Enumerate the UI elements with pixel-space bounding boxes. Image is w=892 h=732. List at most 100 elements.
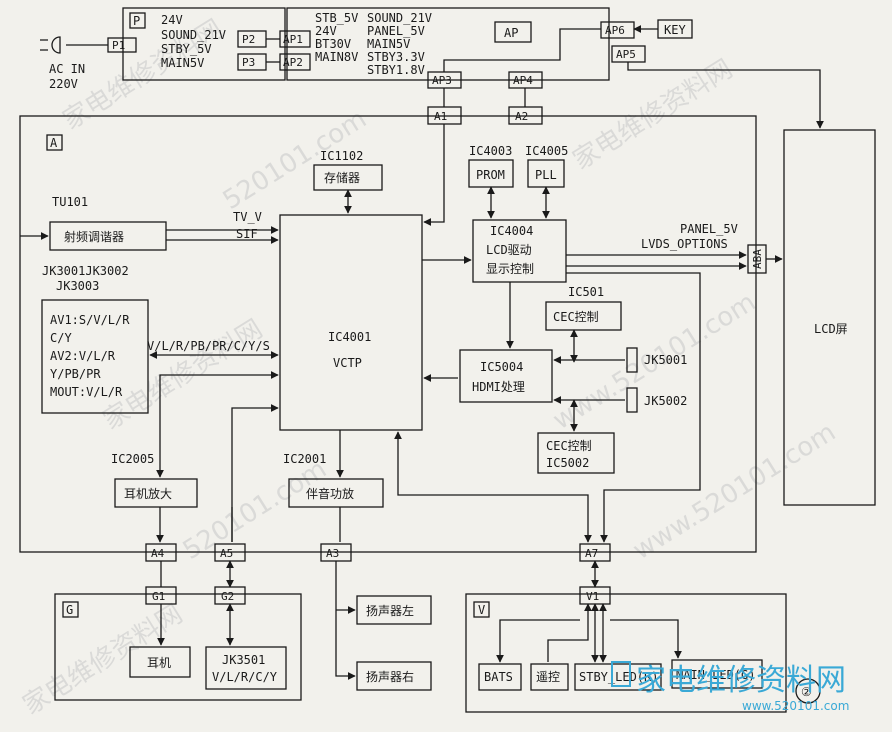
jacks-bus-label: V/L/R/PB/PR/C/Y/S — [147, 339, 270, 353]
ac-plug-icon — [40, 36, 61, 54]
p-line-4: MAIN5V — [161, 56, 204, 70]
a-board — [19, 115, 757, 553]
page-number: ② — [801, 685, 812, 699]
speaker-right-box — [356, 661, 432, 691]
ap-col1-line-2: 24V — [315, 24, 337, 38]
tuner-label: 射频调谐器 — [64, 229, 124, 244]
ic5004-box — [459, 349, 553, 403]
jacks-ref-2: JK3003 — [56, 279, 99, 293]
v-tag: V — [478, 603, 485, 617]
v1-label: V1 — [586, 590, 599, 603]
ap-col2-line-5: STBY1.8V — [367, 63, 425, 77]
ac-in-line-1: AC IN — [49, 62, 85, 76]
panel-5v-label: PANEL_5V — [680, 222, 738, 236]
ic2001-ref: IC2001 — [283, 452, 326, 466]
ic2001-label: 伴音功放 — [306, 486, 354, 501]
remote-box — [530, 663, 569, 691]
ic4001-ref: IC4001 — [328, 330, 371, 344]
ic4001-box — [279, 214, 423, 431]
ac-in-line-2: 220V — [49, 77, 78, 91]
stby-led-box — [574, 663, 662, 691]
main-led-box — [671, 659, 763, 689]
logo-site-text: www.520101.com — [742, 699, 849, 713]
page-circle — [795, 678, 821, 704]
lcd-panel — [783, 129, 876, 506]
a-tag: A — [50, 136, 58, 150]
speaker-left-label: 扬声器左 — [366, 603, 414, 618]
jacks-line-5: MOUT:V/L/R — [50, 385, 123, 399]
ic4005-label: PLL — [535, 168, 557, 182]
p-line-1: 24V — [161, 13, 183, 27]
ic4004-box — [472, 219, 567, 283]
v-tag-box — [473, 601, 490, 618]
lcd-label: LCD屏 — [814, 322, 848, 336]
ic2001-box — [288, 478, 384, 508]
ic2005-ref: IC2005 — [111, 452, 154, 466]
ic4004-line1: LCD驱动 — [486, 243, 532, 257]
ap-col2-line-1: SOUND_21V — [367, 11, 432, 25]
logo-mark-icon — [611, 661, 631, 687]
ic4004-ref: IC4004 — [490, 224, 533, 238]
ic5002-ref: IC5002 — [546, 456, 589, 470]
watermark-site-3: 520101.com — [178, 454, 332, 566]
ic4003-label: PROM — [476, 168, 505, 182]
ic4005-ref: IC4005 — [525, 144, 568, 158]
tuner-tv-v: TV_V — [233, 210, 262, 224]
ap-col2-line-2: PANEL_5V — [367, 24, 425, 38]
watermark-layer: 家电维修资料网 520101.com 家电维修资料网 家电维修资料网 www.5… — [18, 14, 841, 721]
ic501-box — [545, 301, 622, 331]
ic1102-label: 存储器 — [324, 170, 360, 185]
a5-label: A5 — [220, 547, 233, 560]
jk5001-plug — [626, 347, 638, 373]
ap-tag: AP — [504, 26, 518, 40]
ap-col2-line-4: STBY3.3V — [367, 50, 425, 64]
g1-label: G1 — [152, 590, 165, 603]
ear-label: 耳机 — [147, 656, 171, 670]
jk5002-label: JK5002 — [644, 394, 687, 408]
jacks-line-4: Y/PB/PR — [50, 367, 101, 381]
ap3-label: AP3 — [432, 74, 452, 87]
p-tag: P — [133, 14, 140, 28]
ap6-label: AP6 — [605, 24, 625, 37]
wires — [20, 25, 824, 680]
ap-col1-line-3: BT30V — [315, 37, 351, 51]
speaker-right-label: 扬声器右 — [366, 669, 414, 684]
p-line-2: SOUND_21V — [161, 28, 226, 42]
ap-board — [286, 7, 610, 81]
a4-label: A4 — [151, 547, 165, 560]
p-board — [122, 7, 286, 81]
a2-label: A2 — [515, 110, 528, 123]
jacks-line-2: C/Y — [50, 331, 72, 345]
jacks-line-1: AV1:S/V/L/R — [50, 313, 130, 327]
bats-label: BATS — [484, 670, 513, 684]
stby-led-label: STBY_LED(R) — [579, 670, 658, 684]
ap-col1-line-4: MAIN8V — [315, 50, 358, 64]
ic5004-ref: IC5004 — [480, 360, 523, 374]
jk3501-lines: V/L/R/C/Y — [212, 670, 278, 684]
ear-box — [129, 646, 191, 678]
main-led-label: MAIN_LED(G) — [676, 668, 755, 682]
ic4004-line2: 显示控制 — [486, 262, 534, 276]
ap4-label: AP4 — [513, 74, 533, 87]
jacks-ref-1: JK3001JK3002 — [42, 264, 129, 278]
ic2005-label: 耳机放大 — [124, 486, 172, 501]
ap2-label: AP2 — [283, 56, 303, 69]
p3-label: P3 — [242, 56, 255, 69]
a3-label: A3 — [326, 547, 339, 560]
key-label: KEY — [664, 23, 686, 37]
g-board — [54, 593, 302, 701]
speaker-left-box — [356, 595, 432, 625]
corner-logo: 家电维修资料网 www.520101.com — [611, 661, 849, 713]
jk3501-box — [205, 646, 287, 690]
ap-tag-box — [494, 21, 532, 43]
ic501-ref: IC501 — [568, 285, 604, 299]
aba-label: ABA — [751, 249, 764, 269]
a7-label: A7 — [585, 547, 598, 560]
bats-box — [478, 663, 522, 691]
tuner-sif: SIF — [236, 227, 258, 241]
ic2005-box — [114, 478, 198, 508]
logo-cn-text: 家电维修资料网 — [636, 663, 846, 698]
ap-col2-line-3: MAIN5V — [367, 37, 410, 51]
ic4003-ref: IC4003 — [469, 144, 512, 158]
